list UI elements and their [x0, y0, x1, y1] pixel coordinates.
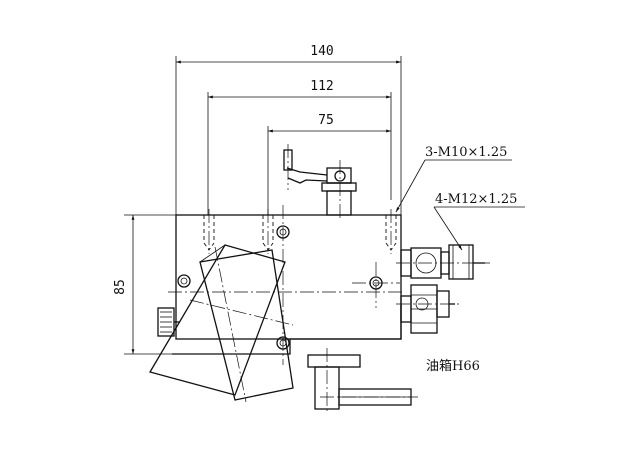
hole-right: [369, 276, 383, 290]
hole-left: [177, 274, 191, 288]
tapped-hole-right: [385, 209, 397, 254]
callout-tank: 油箱H66: [426, 358, 480, 374]
tank-label: 油箱H66: [426, 358, 480, 374]
dimension-140-label: 140: [310, 44, 333, 59]
top-lever: [283, 144, 357, 220]
bottom-handle: [307, 348, 418, 412]
callout-m12: 4-M12×1.25: [433, 192, 525, 251]
callout-m12-label: 4-M12×1.25: [435, 192, 517, 207]
callout-m10-label: 3-M10×1.25: [425, 145, 507, 160]
tank-cartridge: [149, 244, 294, 403]
dimension-112: 112: [207, 79, 392, 215]
dimension-75: 75: [267, 113, 391, 215]
hole-top-center: [276, 225, 290, 239]
fitting-upper: [396, 244, 490, 280]
tapped-hole-middle: [262, 209, 274, 254]
dimension-85-label: 85: [113, 279, 128, 295]
dimension-75-label: 75: [318, 113, 334, 128]
dimension-140: 140: [175, 44, 402, 215]
dimension-85: 85: [113, 214, 176, 355]
callout-m10: 3-M10×1.25: [395, 145, 512, 213]
tapped-hole-left: [203, 209, 215, 254]
dimension-112-label: 112: [310, 79, 333, 94]
fitting-lower: [396, 284, 460, 334]
